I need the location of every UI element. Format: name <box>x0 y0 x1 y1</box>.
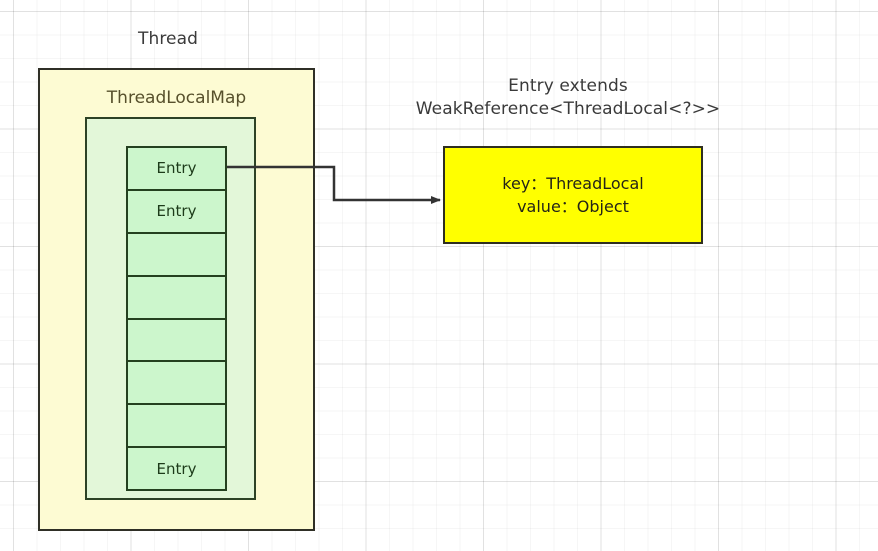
entry-object-value-line: value：Object <box>517 197 629 216</box>
entry-object-key-line: key：ThreadLocal <box>502 174 644 193</box>
entry-cell[interactable] <box>126 317 227 363</box>
entry-cell[interactable]: Entry <box>126 146 227 191</box>
entry-extends-label: Entry extends WeakReference<ThreadLocal<… <box>415 76 721 119</box>
entry-object-box: key：ThreadLocal value：Object <box>443 146 703 244</box>
entry-cell[interactable] <box>126 403 227 449</box>
threadlocalmap-label: ThreadLocalMap <box>106 88 247 108</box>
entry-cell[interactable] <box>126 360 227 406</box>
thread-label: Thread <box>137 29 199 49</box>
entry-cell[interactable]: Entry <box>126 188 227 234</box>
entry-table: Entry Entry Entry <box>126 146 227 491</box>
entry-cell[interactable] <box>126 231 227 277</box>
entry-cell[interactable] <box>126 274 227 320</box>
entry-cell[interactable]: Entry <box>126 446 227 491</box>
